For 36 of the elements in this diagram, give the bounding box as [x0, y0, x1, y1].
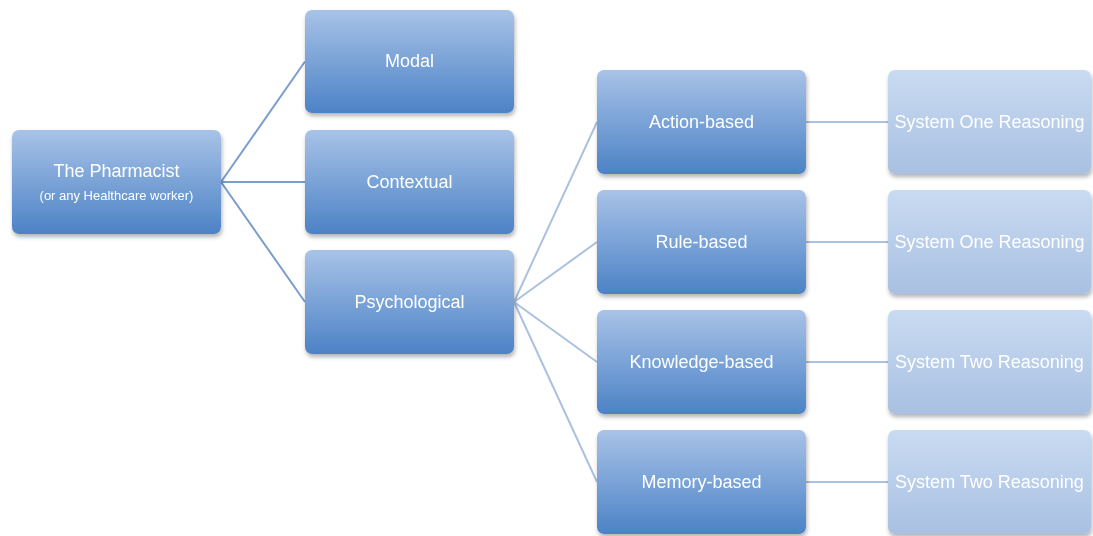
- node-label: Contextual: [366, 171, 453, 193]
- connector-line: [513, 241, 598, 303]
- connector-line: [513, 301, 598, 483]
- connector-line: [513, 301, 598, 363]
- connector-line: [805, 241, 889, 243]
- reasoning-box: [888, 430, 1091, 534]
- node-label: Psychological: [354, 291, 465, 313]
- node-label: Rule-based: [655, 231, 748, 253]
- node-label: System Two Reasoning: [895, 351, 1084, 373]
- node-label: Action-based: [648, 111, 755, 133]
- node-label: Modal: [385, 51, 434, 72]
- connector-line: [805, 361, 889, 363]
- reasoning-box: [888, 190, 1091, 294]
- node-label: Knowledge-based: [629, 351, 774, 373]
- node-subtitle: (or any Healthcare worker): [39, 188, 194, 203]
- node-label: System Two Reasoning: [895, 471, 1084, 493]
- connector-line: [220, 181, 306, 303]
- connector-line: [805, 481, 889, 483]
- category-box: [305, 250, 514, 354]
- category-box: [305, 130, 514, 234]
- category-box: [597, 310, 806, 414]
- node-label: The Pharmacist: [53, 161, 180, 182]
- connector-line: [805, 121, 889, 123]
- reasoning-box: [888, 310, 1091, 414]
- category-box: [12, 130, 221, 234]
- node-label: System One Reasoning: [894, 111, 1085, 133]
- category-box: [305, 10, 514, 113]
- connector-line: [220, 181, 306, 183]
- category-box: [597, 430, 806, 534]
- node-label: System One Reasoning: [894, 231, 1085, 253]
- node-label: Memory-based: [641, 471, 762, 493]
- connector-line: [513, 121, 598, 303]
- category-box: [597, 70, 806, 174]
- reasoning-box: [888, 70, 1091, 174]
- category-box: [597, 190, 806, 294]
- connector-line: [220, 60, 306, 183]
